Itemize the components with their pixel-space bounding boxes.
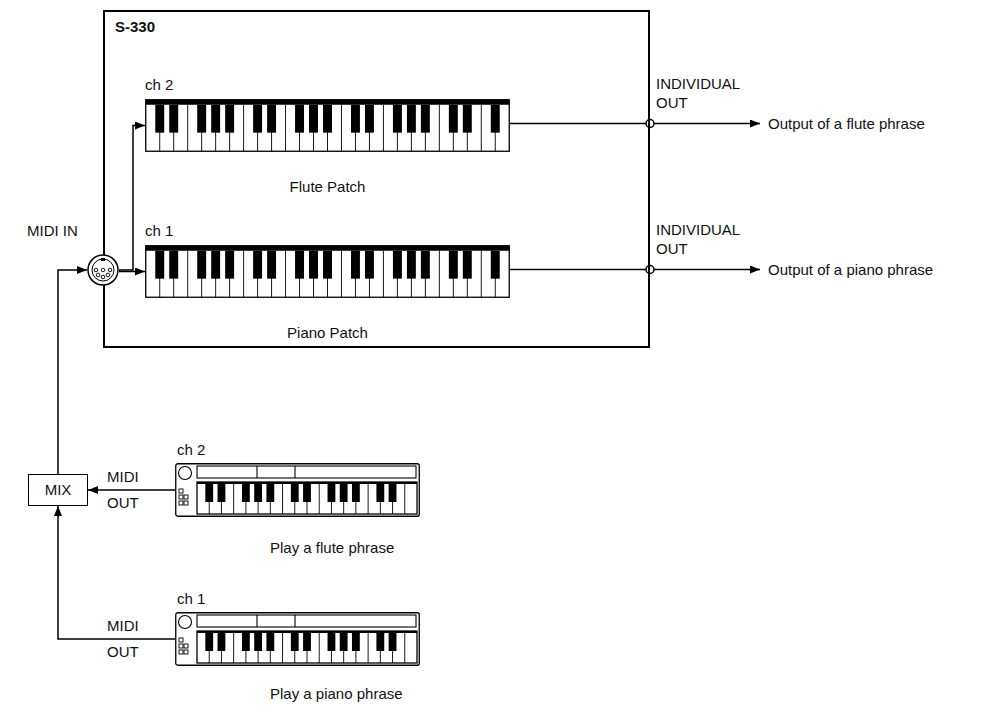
channel-label: ch 1 <box>145 222 173 240</box>
mix-label: MIX <box>45 481 72 499</box>
port-label: MIDI OUT <box>107 464 159 516</box>
channel-label: ch 2 <box>145 76 173 94</box>
patch-keyboard: ch 1Piano Patch <box>145 245 510 298</box>
midi-connector <box>88 489 175 491</box>
output-wire <box>508 123 650 125</box>
device-name: S-330 <box>115 18 155 36</box>
patch-keyboard: ch 2Flute Patch <box>145 99 510 152</box>
output-wire <box>508 269 650 271</box>
patch-drawing <box>145 245 510 298</box>
mix-box: MIX <box>28 474 88 506</box>
controller-keyboard: ch 2MIDI OUTPlay a flute phrase <box>175 463 420 517</box>
midi-connector <box>119 126 145 271</box>
port-label: MIDI IN <box>27 222 78 240</box>
synth-drawing <box>175 612 420 666</box>
patch-name: Piano Patch <box>145 324 510 342</box>
midi-in-jack: MIDI IN <box>87 254 119 286</box>
output-arrow <box>650 123 760 125</box>
midi-connector <box>58 270 87 474</box>
device-box: S-330ch 2Flute Patchch 1Piano Patch <box>103 10 650 348</box>
channel-label: ch 2 <box>177 441 205 459</box>
channel-label: ch 1 <box>177 590 205 608</box>
synth-drawing <box>175 463 420 517</box>
controller-keyboard: ch 1MIDI OUTPlay a piano phrase <box>175 612 420 666</box>
output-arrow <box>650 269 760 271</box>
port-label: MIDI OUT <box>107 613 159 665</box>
output-label: INDIVIDUAL OUT <box>656 220 752 258</box>
output-jack-dot <box>646 120 654 128</box>
patch-name: Flute Patch <box>145 178 510 196</box>
midi-connector <box>119 271 145 273</box>
output-jack-dot <box>646 266 654 274</box>
caption: Play a piano phrase <box>270 685 403 703</box>
output-description: Output of a flute phrase <box>768 114 925 133</box>
caption: Play a flute phrase <box>270 539 394 557</box>
output-description: Output of a piano phrase <box>768 260 933 279</box>
jack-drawing <box>87 254 119 286</box>
output-label: INDIVIDUAL OUT <box>656 74 752 112</box>
patch-drawing <box>145 99 510 152</box>
